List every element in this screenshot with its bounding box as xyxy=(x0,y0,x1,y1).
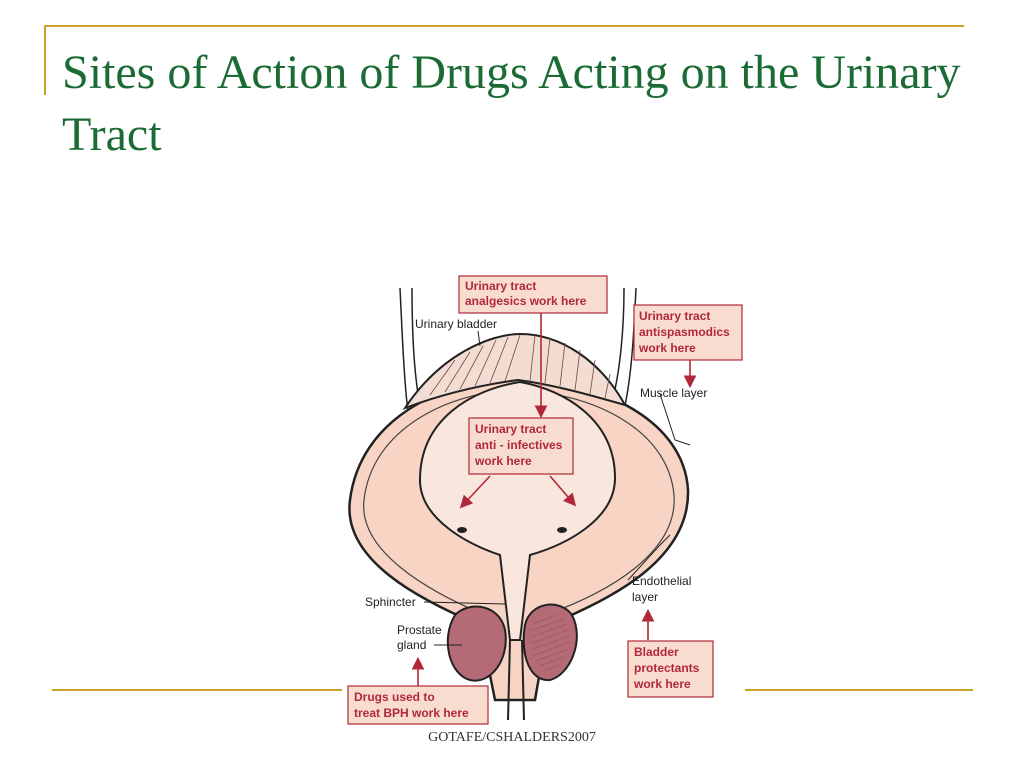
svg-text:work here: work here xyxy=(638,341,696,355)
bottom-rule-right xyxy=(745,689,973,691)
svg-text:Urinary tract: Urinary tract xyxy=(465,279,536,293)
svg-text:anti - infectives: anti - infectives xyxy=(475,438,563,452)
prostate-left-lobe xyxy=(446,605,507,682)
slide-title: Sites of Action of Drugs Acting on the U… xyxy=(62,46,961,161)
slide-footer: GOTAFE/CSHALDERS2007 xyxy=(428,730,596,745)
muscle-layer-left xyxy=(363,389,516,616)
svg-text:work here: work here xyxy=(633,677,691,691)
prostate-hatching xyxy=(529,614,570,672)
antiinfective-arrow-right xyxy=(549,475,577,507)
top-border-line xyxy=(44,25,964,27)
callout-antiinfectives: Urinary tract anti - infectives work her… xyxy=(468,417,574,475)
left-border-line xyxy=(44,25,46,95)
label-sphincter: Sphincter xyxy=(365,595,416,609)
label-prostate-line2: gland xyxy=(397,638,426,652)
svg-text:Urinary tract: Urinary tract xyxy=(475,422,546,436)
urethra xyxy=(507,639,525,721)
callout-analgesics: Urinary tract analgesics work here xyxy=(458,275,608,314)
dome-striations xyxy=(429,334,611,399)
svg-text:treat BPH work here: treat BPH work here xyxy=(354,706,469,720)
svg-text:analgesics work here: analgesics work here xyxy=(465,294,587,308)
muscle-layer-right xyxy=(514,389,675,616)
svg-text:work here: work here xyxy=(474,454,532,468)
right-ureter-outer xyxy=(623,287,637,411)
svg-text:antispasmodics: antispasmodics xyxy=(639,325,730,339)
callout-antispasmodics: Urinary tract antispasmodics work here xyxy=(633,304,743,361)
label-prostate-line1: Prostate xyxy=(397,623,442,637)
svg-text:Bladder: Bladder xyxy=(634,645,679,659)
label-urinary-bladder: Urinary bladder xyxy=(415,317,497,331)
left-ureter-outer xyxy=(399,287,409,413)
muscle-leader xyxy=(659,393,691,446)
callout-bph: Drugs used to treat BPH work here xyxy=(347,685,489,725)
endothelial-leader xyxy=(627,534,671,581)
antiinfective-arrow-left xyxy=(459,475,491,509)
sphincter-leader xyxy=(423,601,506,605)
bladder-leader xyxy=(477,330,481,347)
label-endothelial-line2: layer xyxy=(632,590,658,604)
left-ureteral-orifice xyxy=(457,527,467,533)
right-ureteral-orifice xyxy=(557,527,567,533)
svg-text:protectants: protectants xyxy=(634,661,700,675)
bottom-rule-left xyxy=(52,689,342,691)
svg-text:Urinary tract: Urinary tract xyxy=(639,309,710,323)
svg-text:Drugs used to: Drugs used to xyxy=(354,690,435,704)
label-endothelial-line1: Endothelial xyxy=(632,574,691,588)
callout-protectants: Bladder protectants work here xyxy=(627,640,714,698)
label-muscle-layer: Muscle layer xyxy=(640,386,707,400)
